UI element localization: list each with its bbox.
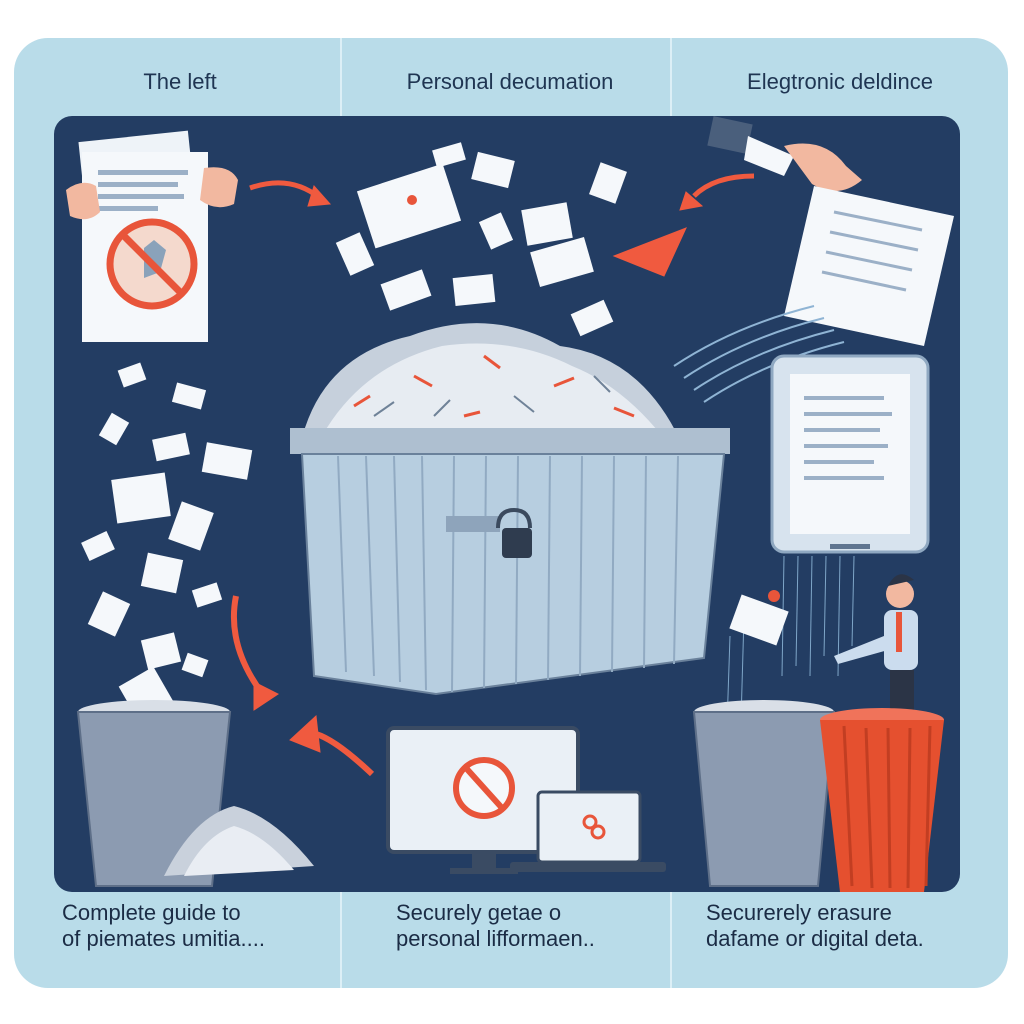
monitor-prohibited-icon	[386, 726, 580, 874]
wire-trash-bin-right	[692, 700, 836, 887]
caption-right: Securerely erasure dafame or digital det…	[706, 900, 924, 952]
illustration	[66, 116, 954, 892]
caption-left: Complete guide to of piemates umitia....	[62, 900, 265, 952]
locked-dumpster	[290, 428, 730, 696]
caption-center: Securely getae o personal lifformaen..	[396, 900, 595, 952]
panel-title-left: The left	[143, 69, 217, 94]
panel-title-right: Elegtronic deldince	[747, 69, 933, 94]
hand-with-document-icon	[707, 116, 954, 346]
caption-center-line1: Securely getae o	[396, 900, 562, 925]
caption-center-line2: personal lifformaen..	[396, 926, 595, 951]
caption-right-line2: dafame or digital deta.	[706, 926, 924, 951]
data-stream-lines	[673, 305, 845, 403]
left-hand-icon	[66, 167, 238, 220]
prohibited-document-icon	[78, 130, 208, 342]
card-icon	[729, 590, 789, 646]
shredded-pile-left	[164, 806, 314, 876]
caption-left-line1: Complete guide to	[62, 900, 241, 925]
shred-pile-center	[300, 323, 680, 446]
person-figure	[834, 574, 918, 710]
laptop-icon	[510, 790, 666, 872]
red-trash-bin	[820, 708, 944, 892]
caption-right-line1: Securerely erasure	[706, 900, 892, 925]
falling-papers-left	[81, 362, 253, 722]
flying-papers-center	[335, 142, 627, 337]
orange-arrows	[230, 173, 755, 777]
illustration-stage	[54, 116, 960, 892]
caption-left-line2: of piemates umitia....	[62, 926, 265, 951]
tablet-document-icon	[770, 354, 930, 554]
panel-title-center: Personal decumation	[406, 69, 614, 94]
